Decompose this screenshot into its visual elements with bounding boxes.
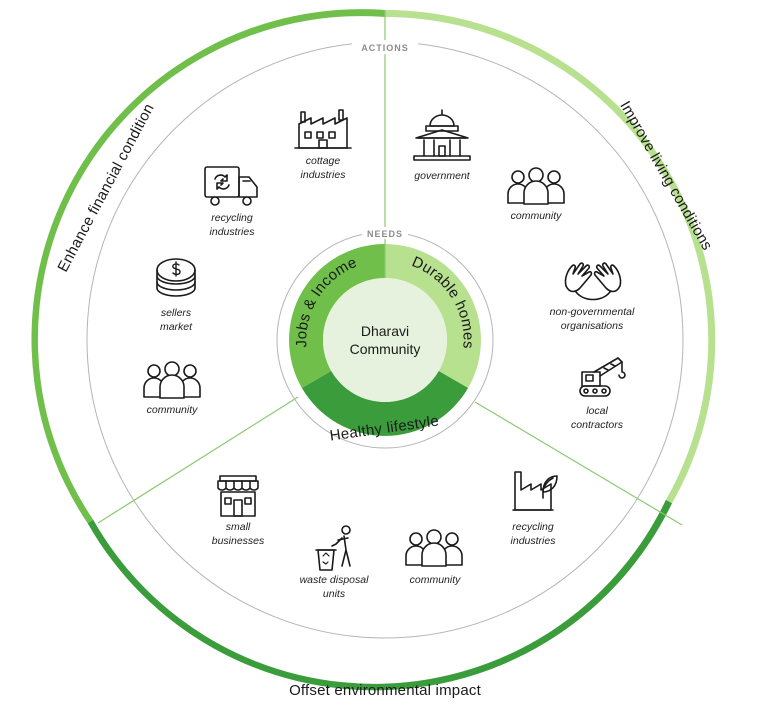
item-recycling-industries-truck: recycling industries [204,166,258,238]
svg-text:industries: industries [210,226,256,238]
outer-ring-segment-environment [87,499,672,691]
svg-text:industries: industries [511,535,557,547]
hands-icon [564,262,622,301]
svg-text:organisations: organisations [561,320,624,332]
waste-bin-icon [315,525,351,571]
item-local-contractors: local contractors [571,357,626,431]
svg-text:cottage: cottage [306,155,341,167]
need-segment-healthy [301,371,469,436]
item-cottage-industries: cottage industries [294,109,352,181]
svg-text:government: government [414,170,471,182]
svg-text:businesses: businesses [212,535,265,547]
svg-text:recycling: recycling [211,212,253,224]
svg-text:industries: industries [301,169,347,181]
svg-text:community: community [511,210,563,222]
item-sellers-market: sellers market [156,258,196,333]
item-small-businesses: small businesses [212,475,265,547]
people-icon [507,167,565,205]
item-ngo: non-governmental organisations [550,262,635,332]
item-community-left: community [143,361,201,416]
center-circle [323,278,447,402]
people-icon [405,529,463,567]
needs-label: NEEDS [367,229,403,239]
svg-text:community: community [410,574,462,586]
center-label-line1: Dharavi [361,323,409,339]
svg-text:sellers: sellers [161,307,192,319]
svg-text:contractors: contractors [571,419,624,431]
svg-text:recycling: recycling [512,521,554,533]
shop-icon [217,475,259,517]
government-building-icon [413,109,471,161]
crane-icon [579,357,626,397]
actions-label: ACTIONS [361,43,409,53]
svg-text:market: market [160,321,193,333]
svg-text:small: small [226,521,251,533]
item-recycling-industries-plant: recycling industries [511,471,558,547]
svg-text:non-governmental: non-governmental [550,306,635,318]
recycling-truck-icon [204,166,258,206]
svg-text:community: community [147,404,199,416]
eco-factory-icon [512,471,558,511]
item-waste-disposal: waste disposal units [300,525,370,600]
outer-label-bottom: Offset environmental impact [289,682,482,699]
factory-icon [294,109,352,149]
item-government: government [413,109,471,182]
people-icon [143,361,201,399]
svg-text:waste disposal: waste disposal [300,574,370,586]
item-community-right: community [507,167,565,222]
outer-label-right: Improve living conditions [616,98,715,253]
need-segment-homes [385,244,481,388]
svg-text:local: local [586,405,608,417]
center-label-line2: Community [350,341,421,357]
coins-icon [156,258,196,297]
item-community-bottom: community [405,529,463,586]
need-segment-jobs [289,244,385,388]
svg-text:units: units [323,588,346,600]
